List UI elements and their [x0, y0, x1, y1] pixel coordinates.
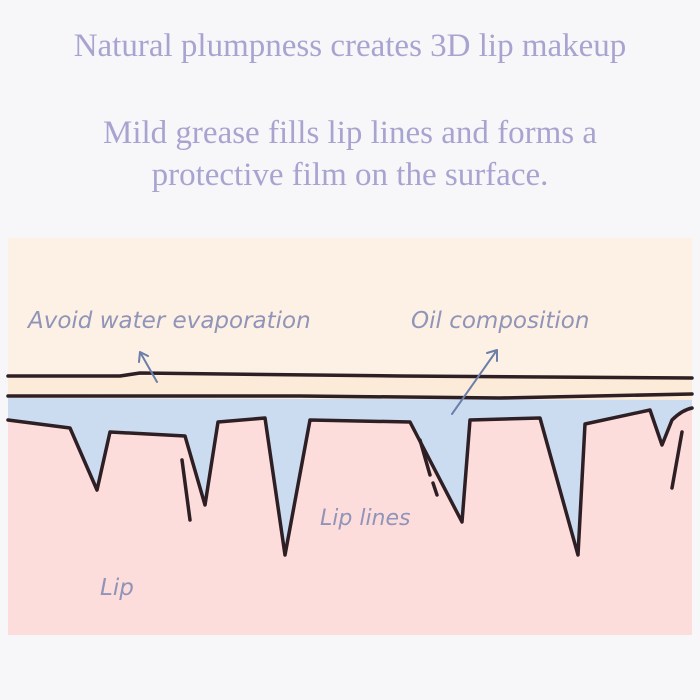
crease-mark [180, 430, 684, 522]
evaporation-arrow [138, 351, 158, 383]
subheading: Mild grease fills lip lines and forms a … [0, 112, 700, 196]
label-lip: Lip [100, 575, 134, 601]
label-oil: Oil composition [411, 308, 589, 334]
heading: Natural plumpness creates 3D lip makeup [73, 28, 627, 64]
film-top-line [6, 371, 694, 380]
oil-layer [8, 398, 692, 555]
subheading-line-2: protective film on the surface. [151, 157, 549, 193]
lip-tissue [8, 408, 692, 635]
lip-surface-line [6, 406, 694, 557]
subheading-line-1: Mild grease fills lip lines and forms a [103, 115, 597, 151]
oil-arrow [451, 349, 498, 415]
label-evaporation: Avoid water evaporation [26, 308, 311, 334]
film-bottom-line [6, 392, 694, 400]
label-lip-lines: Lip lines [320, 506, 411, 531]
